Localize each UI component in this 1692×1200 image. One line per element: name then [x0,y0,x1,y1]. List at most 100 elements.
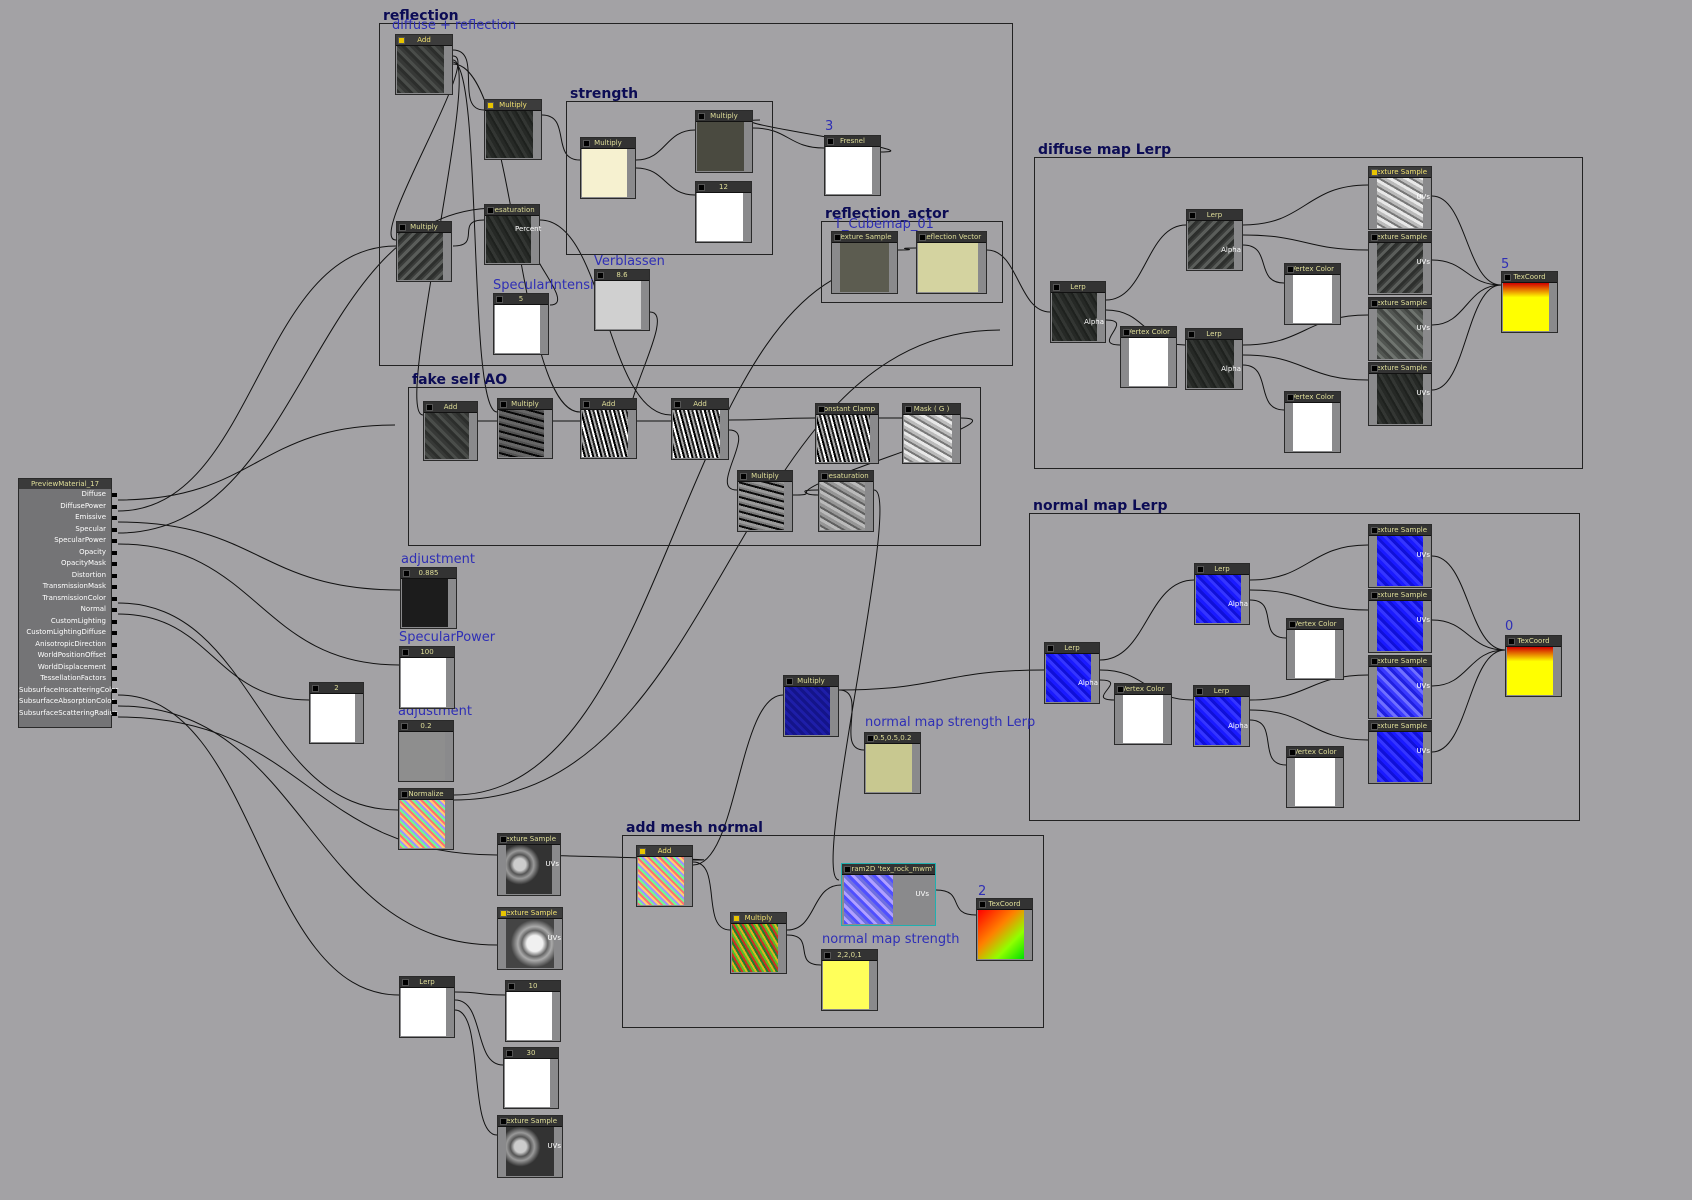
node-constant-vector[interactable]: 0.5,0.5,0.2 [864,732,921,794]
material-input-pin[interactable]: CustomLightingDiffuse [19,627,117,639]
material-input-pin[interactable]: Specular [19,524,117,536]
pin-label-uvs: UVs [1416,389,1430,397]
node-multiply-b[interactable]: Multiply [396,221,452,282]
node-normalize[interactable]: Normalize [398,788,454,850]
material-input-pin[interactable]: TransmissionColor [19,593,117,605]
node-constant-5[interactable]: 5 [493,293,549,355]
node-ao-add-1[interactable]: Add [423,401,478,461]
node-normal-vertex-color-1[interactable]: Vertex Color [1114,683,1172,745]
node-mesh-add[interactable]: Add [636,845,693,907]
node-multiply-strength-2[interactable]: Multiply [695,110,753,173]
material-input-pin[interactable]: SpecularPower [19,535,117,547]
node-normal-texcoord[interactable]: TexCoord [1505,635,1562,697]
material-input-pin[interactable]: AnisotropicDirection [19,639,117,651]
node-mesh-multiply[interactable]: Multiply [730,912,787,974]
node-title: 100 [420,648,434,656]
group-fake-self-ao[interactable]: fake self AO [408,372,981,546]
material-input-pin[interactable]: CustomLighting [19,616,117,628]
node-diffuse-texcoord[interactable]: TexCoord [1501,271,1558,333]
node-multiply-mid[interactable]: Multiply [783,675,839,737]
node-multiply-strength-1[interactable]: Multiply [580,137,636,199]
material-input-pin[interactable]: Diffuse [19,489,117,501]
node-ao-multiply-1[interactable]: Multiply [497,398,553,459]
node-constant-100[interactable]: 100 [399,646,455,709]
node-texture-sample-cubemap[interactable]: Texture Sample [831,231,898,294]
node-constant-30[interactable]: 30 [503,1047,559,1109]
node-constant-clamp[interactable]: Constant Clamp [815,403,879,464]
node-ao-add-3[interactable]: Add [671,398,729,460]
material-input-pin[interactable]: SubsurfaceInscatteringColor [19,685,118,697]
material-input-pin[interactable]: Distortion [19,570,117,582]
node-ao-multiply-2[interactable]: Multiply [737,470,793,532]
node-title: Desaturation [489,206,535,214]
node-multiply-a[interactable]: Multiply [484,99,542,160]
material-input-pin[interactable]: SubsurfaceScatteringRadius [19,708,118,720]
pin-label-uvs: UVs [1416,551,1430,559]
node-title: TexCoord [988,900,1021,908]
material-input-pin[interactable]: Emissive [19,512,117,524]
node-constant-0-885[interactable]: 0.885 [400,567,457,629]
material-input-pin[interactable]: TessellationFactors [19,673,117,685]
node-constant-10[interactable]: 10 [505,980,561,1042]
material-input-pin[interactable]: Normal [19,604,117,616]
node-constant-2[interactable]: 2 [309,682,364,744]
node-mask-g[interactable]: Mask ( G ) [902,403,961,464]
comment-specular-power: SpecularPower [399,630,496,645]
group-strength[interactable]: strength [566,86,773,255]
node-title: Texture Sample [1372,364,1428,372]
node-add-reflection[interactable]: Add [395,34,453,95]
node-constant-8-6[interactable]: 8.6 [594,269,650,331]
material-input-pin[interactable]: Opacity [19,547,117,559]
node-constant-0-2[interactable]: 0.2 [398,720,454,782]
group-diffuse-map-lerp[interactable]: diffuse map Lerp [1034,142,1583,469]
material-input-pin[interactable]: DiffusePower [19,501,117,513]
node-desaturation-2[interactable]: Desaturation [818,470,874,532]
material-input-pin[interactable]: TransmissionMask [19,581,117,593]
node-lerp-bottom[interactable]: Lerp [399,976,455,1038]
comment-cubemap: T_Cubemap_01 [834,217,934,232]
node-texcoord-2[interactable]: TexCoord [976,898,1033,961]
node-param2d-tex-rock-mwm[interactable]: Param2D 'tex_rock_mwm'UVs [841,863,936,926]
material-input-pin[interactable]: WorldDisplacement [19,662,117,674]
node-reflection-vector[interactable]: Reflection Vector [916,231,987,294]
node-normal-vertex-color-3[interactable]: Vertex Color [1286,746,1344,808]
node-diffuse-vertex-color-2[interactable]: Vertex Color [1284,263,1341,325]
node-diffuse-vertex-color-1[interactable]: Vertex Color [1120,326,1177,388]
node-constant-yellow[interactable]: 2,2,0,1 [821,949,878,1011]
node-fresnel[interactable]: Fresnel [824,135,881,196]
node-title: TexCoord [1517,637,1550,645]
node-normal-vertex-color-2[interactable]: Vertex Color [1286,618,1344,680]
node-diffuse-vertex-color-3[interactable]: Vertex Color [1284,391,1341,453]
group-reflection-actor[interactable]: reflection_actor [821,206,1003,303]
comment-2: 2 [978,884,987,899]
group-reflection[interactable]: reflection [379,8,1013,366]
material-input-pin[interactable]: WorldPositionOffset [19,650,117,662]
node-constant-12[interactable]: 12 [695,181,752,243]
group-add-mesh-normal[interactable]: add mesh normal [622,820,1044,1028]
node-ao-add-2[interactable]: Add [580,398,637,459]
material-input-pin[interactable]: OpacityMask [19,558,117,570]
group-normal-map-lerp[interactable]: normal map Lerp [1029,498,1580,821]
node-title: Constant Clamp [818,405,876,413]
material-input-pin[interactable]: SubsurfaceAbsorptionColor [19,696,117,708]
